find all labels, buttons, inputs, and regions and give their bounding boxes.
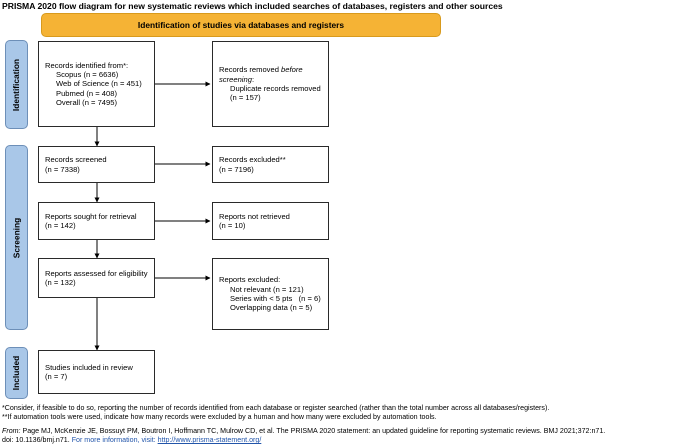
prisma-statement-link[interactable]: http://www.prisma-statement.org/ bbox=[157, 436, 262, 444]
identification-banner: Identification of studies via databases … bbox=[41, 13, 441, 37]
records-removed-heading-cont: screening: bbox=[219, 74, 255, 84]
studies-included-label: Studies included in review bbox=[45, 362, 133, 372]
records-screened-box: Records screened (n = 7338) bbox=[38, 146, 155, 183]
records-screened-label: Records screened bbox=[45, 155, 107, 165]
reports-assessed-count: (n = 132) bbox=[45, 278, 76, 287]
studies-included-box: Studies included in review (n = 7) bbox=[38, 350, 155, 394]
records-excluded-count: (n = 7196) bbox=[219, 164, 254, 174]
reports-not-retrieved-label: Reports not retrieved bbox=[219, 211, 290, 221]
scopus-count: Scopus (n = 6636) bbox=[56, 70, 119, 80]
records-screened-count: (n = 7338) bbox=[45, 164, 80, 174]
citation-line: From: Page MJ, McKenzie JE, Bossuyt PM, … bbox=[2, 427, 605, 436]
footnote-1: *Consider, if feasible to do so, reporti… bbox=[2, 404, 550, 412]
overall-count: Overall (n = 7495) bbox=[56, 97, 117, 107]
reports-assessed-label: Reports assessed for eligibility bbox=[45, 268, 148, 278]
pubmed-count: Pubmed (n = 408) bbox=[56, 88, 117, 98]
not-relevant-count: Not relevant (n = 121) bbox=[230, 284, 304, 294]
records-removed-box: Records removed before screening: Duplic… bbox=[212, 41, 329, 127]
records-excluded-box: Records excluded** (n = 7196) bbox=[212, 146, 329, 183]
records-identified-heading: Records identified from*: bbox=[45, 60, 129, 70]
records-identified-box: Records identified from*: Scopus (n = 66… bbox=[38, 41, 155, 127]
diagram-title: PRISMA 2020 flow diagram for new systema… bbox=[2, 1, 503, 11]
citation-from: From: bbox=[2, 427, 23, 435]
reports-sought-count: (n = 142) bbox=[45, 221, 76, 230]
reports-not-retrieved-box: Reports not retrieved (n = 10) bbox=[212, 202, 329, 240]
reports-excluded-box: Reports excluded: Not relevant (n = 121)… bbox=[212, 258, 329, 330]
series-count: Series with < 5 pts (n = 6) bbox=[230, 294, 321, 303]
records-removed-heading: Records removed before bbox=[219, 65, 303, 75]
side-label-screening: Screening bbox=[5, 145, 28, 330]
records-excluded-label: Records excluded** bbox=[219, 155, 286, 165]
side-label-included: Included bbox=[5, 347, 28, 399]
more-info-text: For more information, visit: bbox=[71, 436, 158, 444]
doi-text: doi: 10.1136/bmj.n71. bbox=[2, 436, 72, 444]
citation-text: Page MJ, McKenzie JE, Bossuyt PM, Boutro… bbox=[22, 427, 606, 435]
wos-count: Web of Science (n = 451) bbox=[56, 79, 142, 89]
reports-excluded-heading: Reports excluded: bbox=[219, 275, 281, 285]
reports-sought-label: Reports sought for retrieval bbox=[45, 211, 137, 221]
doi-line: doi: 10.1136/bmj.n71. For more informati… bbox=[2, 436, 261, 445]
reports-sought-box: Reports sought for retrieval (n = 142) bbox=[38, 202, 155, 240]
reports-assessed-box: Reports assessed for eligibility (n = 13… bbox=[38, 258, 155, 298]
overlapping-count: Overlapping data (n = 5) bbox=[230, 303, 313, 313]
studies-included-count: (n = 7) bbox=[45, 372, 68, 381]
banner-label: Identification of studies via databases … bbox=[137, 20, 345, 30]
reports-not-retrieved-count: (n = 10) bbox=[219, 221, 246, 230]
duplicates-removed: Duplicate records removed bbox=[230, 84, 321, 93]
side-label-identification: Identification bbox=[5, 40, 28, 129]
footnote-2: **If automation tools were used, indicat… bbox=[2, 413, 437, 421]
duplicates-count: (n = 157) bbox=[230, 93, 261, 103]
